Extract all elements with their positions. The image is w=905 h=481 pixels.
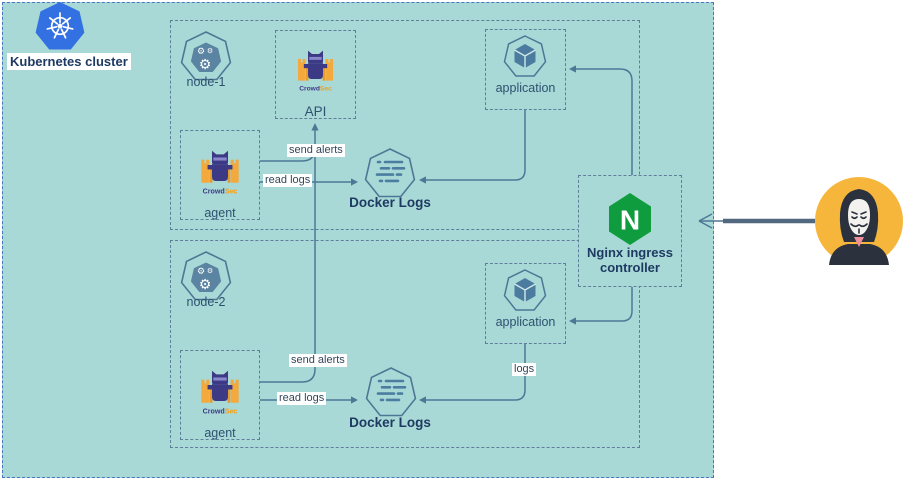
attacker-icon	[813, 175, 905, 267]
edge-label-send-alerts-1: send alerts	[287, 144, 345, 157]
agent2-label: agent	[204, 426, 236, 440]
api-label: API	[304, 104, 327, 119]
svg-text:⚙: ⚙	[207, 267, 213, 275]
nginx-label: Nginx ingress controller	[587, 245, 673, 275]
kubernetes-logo-icon	[34, 1, 86, 53]
app1-box	[485, 29, 566, 110]
node2-group-box	[170, 240, 640, 448]
docker1-logs-icon	[364, 148, 416, 200]
kubernetes-cluster-label: Kubernetes cluster	[7, 53, 131, 70]
agent2-crowdsec-icon: CrowdSec	[197, 369, 243, 417]
app1-pod-cube-icon	[503, 35, 547, 79]
svg-text:N: N	[620, 205, 640, 236]
edge-label-read-logs-2: read logs	[277, 392, 327, 405]
svg-text:CrowdSec: CrowdSec	[299, 86, 332, 93]
app2-pod-cube-icon	[503, 269, 547, 313]
svg-text:⚙: ⚙	[197, 47, 205, 57]
nginx-logo-icon: N	[607, 192, 653, 246]
docker1-label: Docker Logs	[349, 195, 431, 210]
node2-gears-icon: ⚙ ⚙ ⚙	[180, 251, 232, 303]
docker2-logs-icon	[365, 367, 417, 419]
edge-label-logs-2: logs	[512, 363, 537, 376]
api-crowdsec-icon: CrowdSec	[297, 49, 334, 94]
app2-box	[485, 263, 566, 344]
svg-text:⚙: ⚙	[197, 267, 205, 277]
svg-text:⚙: ⚙	[207, 47, 213, 55]
node1-label: node-1	[186, 75, 226, 89]
edge-label-send-alerts-2: send alerts	[289, 354, 347, 367]
app2-label: application	[495, 315, 556, 329]
edge-label-read-logs-1: read logs	[263, 174, 313, 187]
node1-gears-icon: ⚙ ⚙ ⚙	[180, 31, 232, 83]
docker2-label: Docker Logs	[349, 415, 431, 430]
agent1-box	[180, 130, 260, 220]
agent2-box	[180, 350, 260, 440]
app1-label: application	[495, 81, 556, 95]
api-box	[275, 30, 356, 119]
agent1-crowdsec-icon: CrowdSec	[197, 149, 243, 197]
node2-label: node-2	[186, 295, 226, 309]
node1-group-box	[170, 20, 640, 230]
svg-text:CrowdSec: CrowdSec	[203, 187, 238, 195]
svg-text:CrowdSec: CrowdSec	[203, 407, 238, 415]
agent1-label: agent	[204, 206, 236, 220]
svg-text:⚙: ⚙	[199, 57, 212, 73]
svg-text:⚙: ⚙	[199, 277, 212, 293]
